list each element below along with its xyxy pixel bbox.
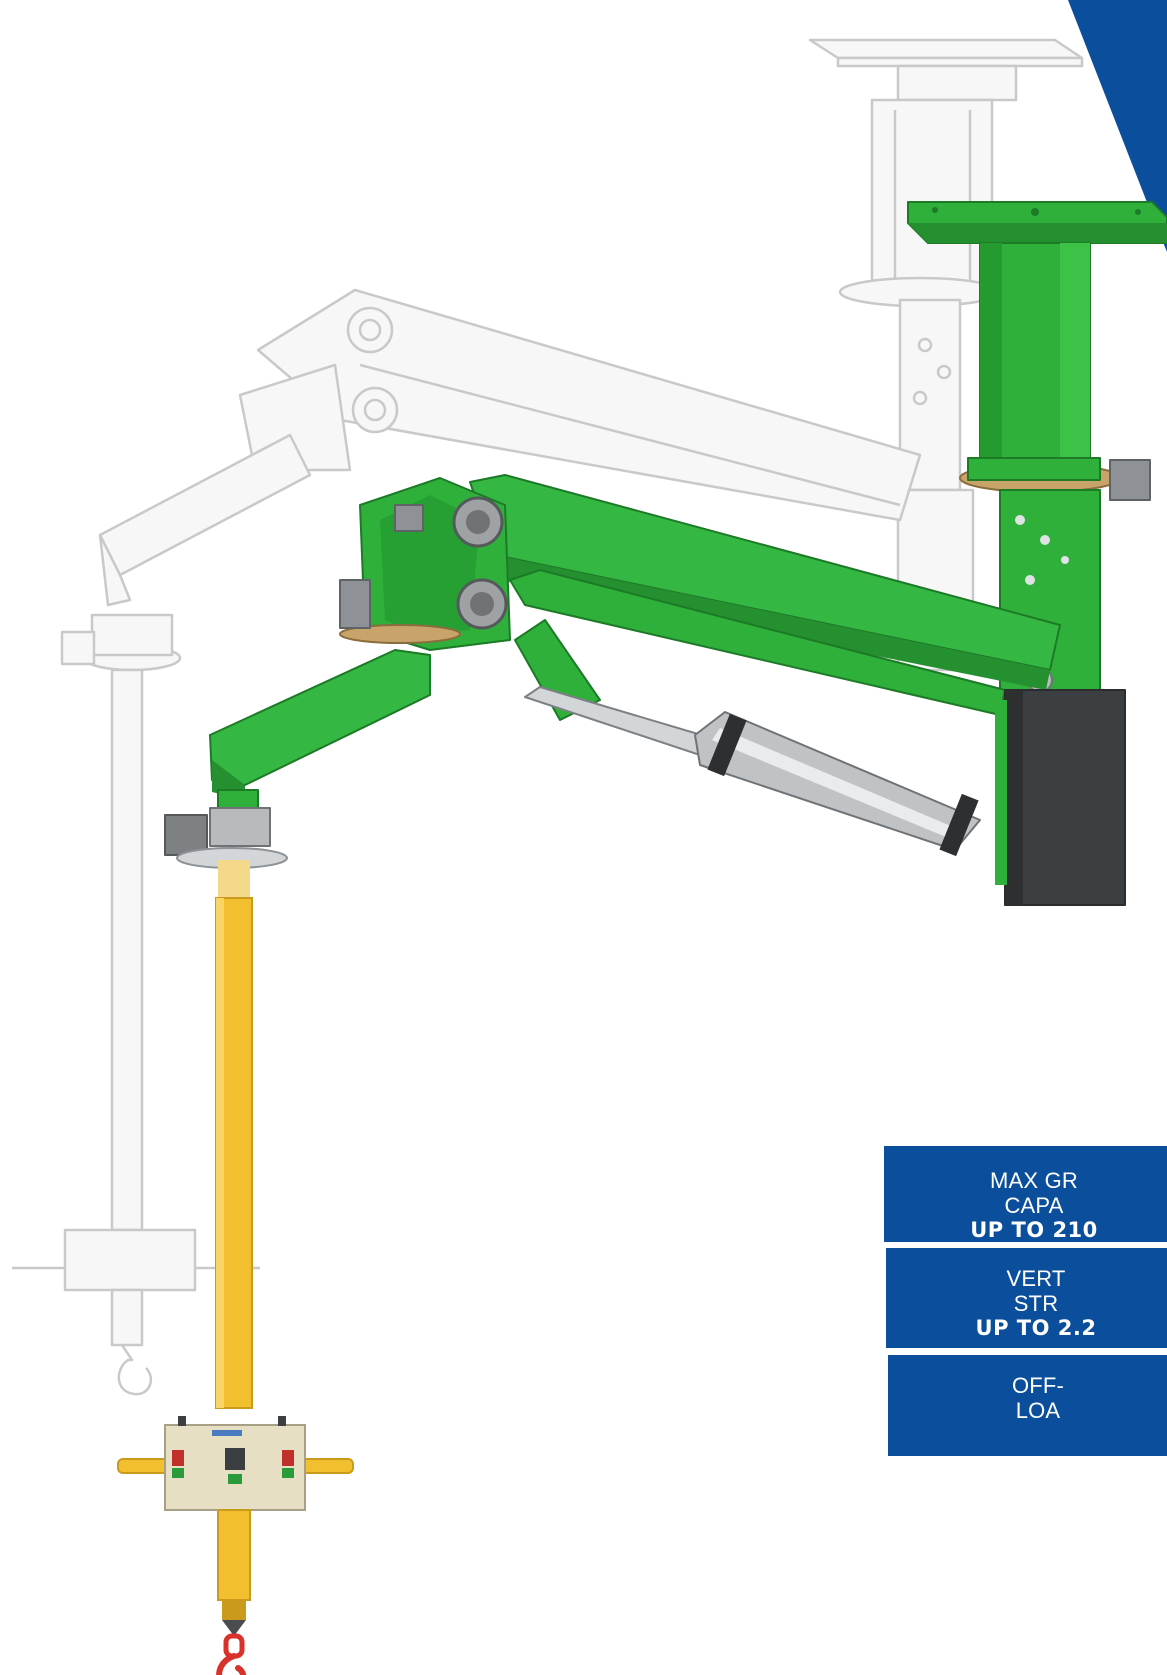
spec-value: UP TO 210 xyxy=(970,1218,1098,1242)
spec-label: OFF- LOA xyxy=(1011,1373,1065,1423)
spec-label: VERT STR xyxy=(1006,1266,1066,1316)
lifting-pole xyxy=(117,860,354,1636)
spec-label: MAX GR CAPA xyxy=(990,1168,1078,1218)
manipulator-arm-illustration xyxy=(164,201,1167,906)
spec-value: UP TO 2.2 xyxy=(975,1316,1097,1340)
ghost-arm-illustration xyxy=(12,38,1084,1396)
spec-box-off-load: OFF- LOA xyxy=(888,1355,1167,1456)
spec-box-capacity: MAX GR CAPA UP TO 210 xyxy=(884,1146,1167,1242)
corner-banner xyxy=(1068,0,1167,252)
lifting-hook-icon xyxy=(216,1633,247,1675)
spec-box-vertical-stroke: VERT STR UP TO 2.2 xyxy=(886,1248,1167,1348)
